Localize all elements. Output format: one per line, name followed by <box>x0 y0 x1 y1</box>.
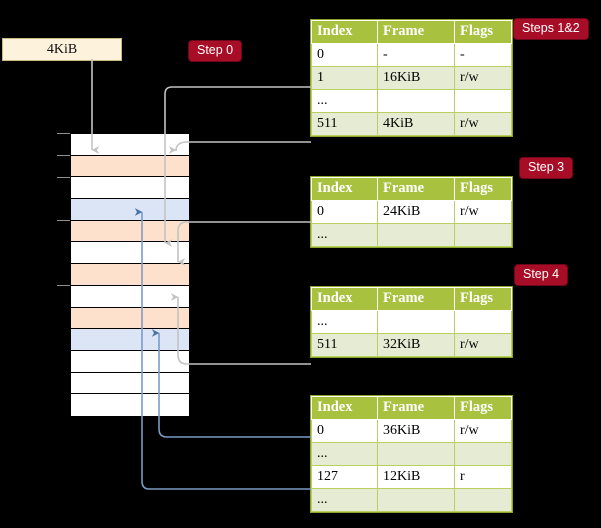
memory-row <box>71 350 189 373</box>
cell-flags <box>454 89 512 113</box>
table-header-row: Index Frame Flags <box>311 396 512 420</box>
cell-frame <box>377 442 455 466</box>
cell-frame <box>377 488 455 512</box>
cell-index: 0 <box>311 419 378 443</box>
connector-step4 <box>170 293 311 365</box>
cell-frame: 36KiB <box>377 419 455 443</box>
cell-index: 127 <box>311 465 378 489</box>
cell-flags: r <box>454 465 512 489</box>
cell-frame: 12KiB <box>377 465 455 489</box>
table-row[interactable]: 127 12KiB r <box>311 465 512 489</box>
cell-index: ... <box>311 310 378 334</box>
physical-memory-column <box>70 133 190 416</box>
column-header-index: Index <box>311 20 378 44</box>
page-table-level-4: Index Frame Flags 0 36KiB r/w ... 127 12… <box>311 396 512 512</box>
memory-row <box>71 155 189 178</box>
cell-flags: r/w <box>454 333 512 357</box>
page-table-level-3: Index Frame Flags ... 511 32KiB r/w <box>311 287 512 357</box>
column-header-index: Index <box>311 177 378 201</box>
column-header-frame: Frame <box>377 287 455 311</box>
table-row[interactable]: ... <box>311 488 512 512</box>
column-header-frame: Frame <box>377 177 455 201</box>
table-row[interactable]: 0 24KiB r/w <box>311 200 512 224</box>
badge-step-0: Step 0 <box>189 41 242 61</box>
connector-steps12-b <box>168 141 311 154</box>
cell-flags <box>454 223 512 247</box>
cell-flags: r/w <box>454 419 512 443</box>
memory-row <box>71 372 189 395</box>
memory-tick <box>57 220 70 221</box>
memory-tick <box>57 133 70 134</box>
column-header-frame: Frame <box>377 20 455 44</box>
table-header-row: Index Frame Flags <box>311 177 512 201</box>
table-row[interactable]: 1 16KiB r/w <box>311 66 512 90</box>
badge-step-3: Step 3 <box>520 158 573 178</box>
cell-index: 1 <box>311 66 378 90</box>
column-header-flags: Flags <box>454 287 512 311</box>
memory-tick <box>57 285 70 286</box>
badge-steps-1-2: Steps 1&2 <box>514 19 588 39</box>
column-header-index: Index <box>311 287 378 311</box>
cell-index: 511 <box>311 333 378 357</box>
cell-flags <box>454 442 512 466</box>
badge-step-4: Step 4 <box>515 265 568 285</box>
table-row[interactable]: 511 4KiB r/w <box>311 112 512 136</box>
cell-index: ... <box>311 89 378 113</box>
cell-index: 0 <box>311 200 378 224</box>
cell-flags: r/w <box>454 200 512 224</box>
memory-row <box>71 285 189 308</box>
memory-tick <box>57 155 70 156</box>
table-row[interactable]: 0 36KiB r/w <box>311 419 512 443</box>
column-header-flags: Flags <box>454 396 512 420</box>
table-row[interactable]: ... <box>311 223 512 247</box>
table-header-row: Index Frame Flags <box>311 287 512 311</box>
column-header-flags: Flags <box>454 177 512 201</box>
memory-row <box>71 220 189 243</box>
page-table-level-1: Index Frame Flags 0 - - 1 16KiB r/w ... <box>311 20 512 136</box>
cell-flags: - <box>454 43 512 67</box>
cell-flags <box>454 310 512 334</box>
memory-row <box>71 199 189 221</box>
table-row[interactable]: 511 32KiB r/w <box>311 333 512 357</box>
memory-row <box>71 394 189 416</box>
cell-frame <box>377 223 455 247</box>
table-row[interactable]: ... <box>311 310 512 334</box>
memory-row <box>71 177 189 200</box>
cell-frame: 24KiB <box>377 200 455 224</box>
column-header-flags: Flags <box>454 20 512 44</box>
cell-frame <box>377 89 455 113</box>
memory-row <box>71 264 189 286</box>
source-frame-box: 4KiB <box>2 38 122 61</box>
cell-flags <box>454 488 512 512</box>
cell-frame: 4KiB <box>377 112 455 136</box>
cell-frame: 32KiB <box>377 333 455 357</box>
cell-flags: r/w <box>454 112 512 136</box>
cell-index: 511 <box>311 112 378 136</box>
memory-row <box>71 242 189 265</box>
column-header-index: Index <box>311 396 378 420</box>
cell-index: ... <box>311 488 378 512</box>
page-table-level-2: Index Frame Flags 0 24KiB r/w ... <box>311 177 512 247</box>
cell-frame <box>377 310 455 334</box>
memory-tick <box>57 177 70 178</box>
table-header-row: Index Frame Flags <box>311 20 512 44</box>
cell-index: ... <box>311 442 378 466</box>
connector-step3 <box>177 221 311 266</box>
cell-frame: - <box>377 43 455 67</box>
cell-index: 0 <box>311 43 378 67</box>
memory-row <box>71 329 189 351</box>
table-row[interactable]: ... <box>311 89 512 113</box>
table-row[interactable]: 0 - - <box>311 43 512 67</box>
column-header-frame: Frame <box>377 396 455 420</box>
cell-flags: r/w <box>454 66 512 90</box>
table-row[interactable]: ... <box>311 442 512 466</box>
memory-row <box>71 307 189 330</box>
memory-row <box>71 134 189 156</box>
cell-index: ... <box>311 223 378 247</box>
cell-frame: 16KiB <box>377 66 455 90</box>
